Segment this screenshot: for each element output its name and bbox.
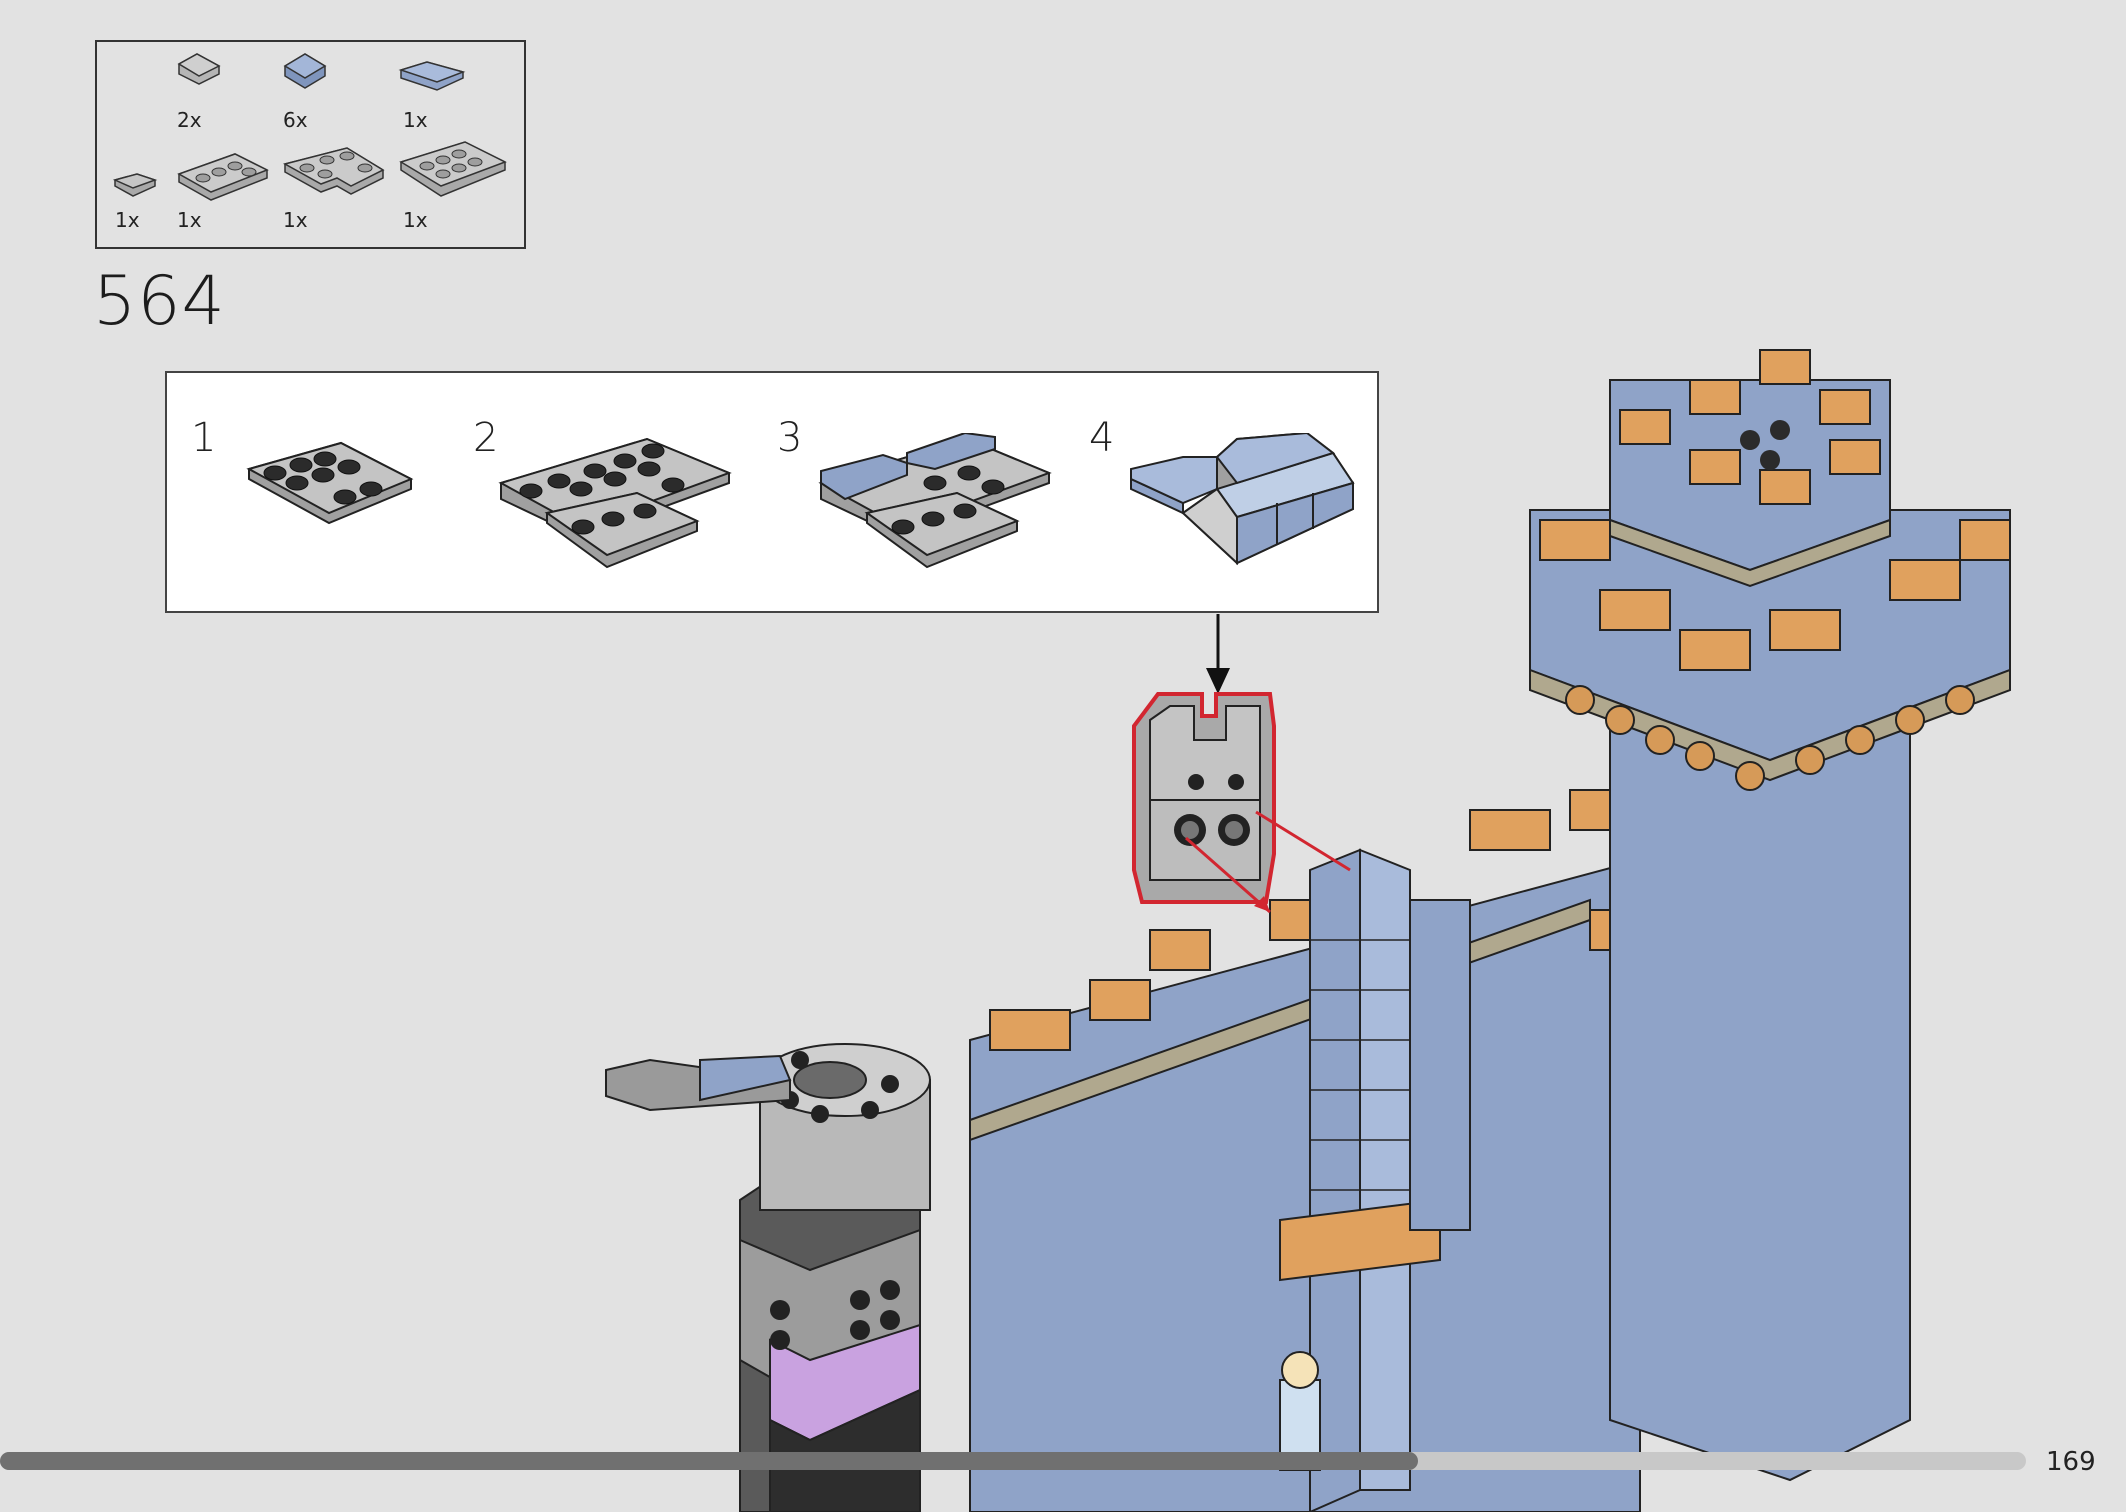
placement-callout xyxy=(1132,692,1351,914)
substep-number: 1 xyxy=(191,415,217,461)
substep-number: 2 xyxy=(473,415,499,461)
sand-blue-tile-1x4-icon xyxy=(398,61,466,91)
light-gray-tile-1x1-icon xyxy=(113,173,158,197)
light-gray-plate-2x4-notched-icon xyxy=(282,147,385,195)
qty-label: 1x xyxy=(177,208,202,232)
substep-number: 3 xyxy=(777,415,803,461)
plate-assembly-stage-2-icon xyxy=(498,437,732,569)
down-arrow-icon xyxy=(1206,614,1230,694)
plate-assembly-stage-4-icon xyxy=(1130,433,1355,566)
sand-blue-slope-1x2-icon xyxy=(283,53,327,89)
castle-model-illustration xyxy=(605,349,2011,1512)
light-gray-plate-1x4-icon xyxy=(177,153,269,201)
qty-label: 1x xyxy=(115,208,140,232)
light-gray-plate-2x4-icon xyxy=(399,141,507,197)
qty-label: 1x xyxy=(403,108,428,132)
light-gray-slope-1x2-icon xyxy=(177,53,221,85)
step-number: 564 xyxy=(93,262,226,341)
plate-assembly-stage-3-icon xyxy=(818,433,1052,569)
qty-label: 1x xyxy=(283,208,308,232)
substep-number: 4 xyxy=(1089,415,1115,461)
progress-bar-fill xyxy=(0,1452,1419,1470)
qty-label: 1x xyxy=(403,208,428,232)
qty-label: 2x xyxy=(177,108,202,132)
parts-list: 2x 6x 1x 1x 1x 1x xyxy=(95,40,526,249)
sub-assembly-panel: 1 2 3 xyxy=(165,371,1379,613)
plate-assembly-stage-1-icon xyxy=(246,441,414,525)
qty-label: 6x xyxy=(283,108,308,132)
page-number: 169 xyxy=(2046,1447,2096,1477)
